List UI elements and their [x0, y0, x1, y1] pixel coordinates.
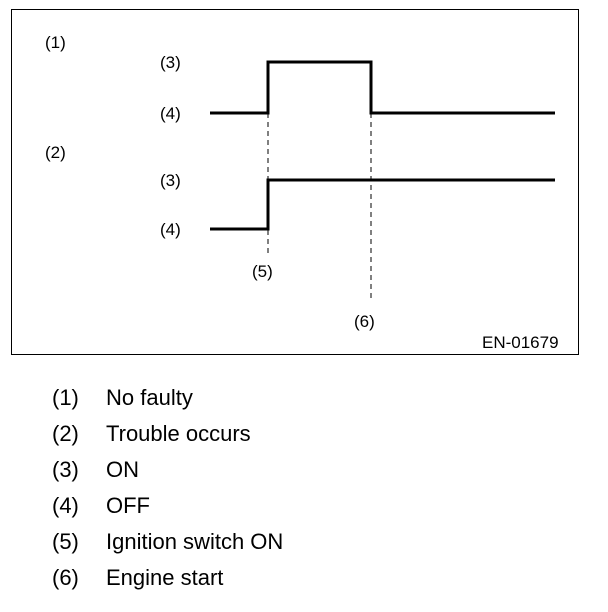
legend-item: (5) Ignition switch ON: [52, 524, 283, 560]
legend-number: (5): [52, 529, 79, 554]
label-off-marker-bottom: (4): [160, 220, 181, 239]
legend-text: ON: [106, 457, 139, 482]
legend-item: (4) OFF: [52, 488, 283, 524]
legend-item: (2) Trouble occurs: [52, 416, 283, 452]
legend-item: (6) Engine start: [52, 560, 283, 596]
legend-text: No faulty: [106, 385, 193, 410]
legend-text: Ignition switch ON: [106, 529, 284, 554]
figure-code: EN-01679: [482, 333, 559, 352]
label-engine-marker: (6): [354, 312, 375, 331]
legend-item: (3) ON: [52, 452, 283, 488]
legend-number: (6): [52, 565, 79, 590]
legend-text: OFF: [106, 493, 150, 518]
timing-diagram: (1) (3) (4) (2) (3) (4) (5) (6) EN-01679: [11, 9, 579, 355]
legend-number: (1): [52, 385, 79, 410]
legend-item: (1) No faulty: [52, 380, 283, 416]
legend-text: Engine start: [106, 565, 224, 590]
legend-number: (4): [52, 493, 79, 518]
label-trouble-marker: (2): [45, 143, 66, 162]
legend-number: (2): [52, 421, 79, 446]
label-off-marker-top: (4): [160, 104, 181, 123]
waveform-trouble: [210, 178, 555, 231]
label-no-faulty-marker: (1): [45, 33, 66, 52]
legend-number: (3): [52, 457, 79, 482]
timing-diagram-canvas: (1) (3) (4) (2) (3) (4) (5) (6) EN-01679: [45, 33, 559, 352]
legend-text: Trouble occurs: [106, 421, 251, 446]
label-on-marker-top: (3): [160, 53, 181, 72]
waveform-no-faulty: [210, 60, 555, 115]
label-on-marker-bottom: (3): [160, 171, 181, 190]
label-ignition-marker: (5): [252, 262, 273, 281]
legend-list: (1) No faulty (2) Trouble occurs (3) ON …: [52, 380, 283, 596]
